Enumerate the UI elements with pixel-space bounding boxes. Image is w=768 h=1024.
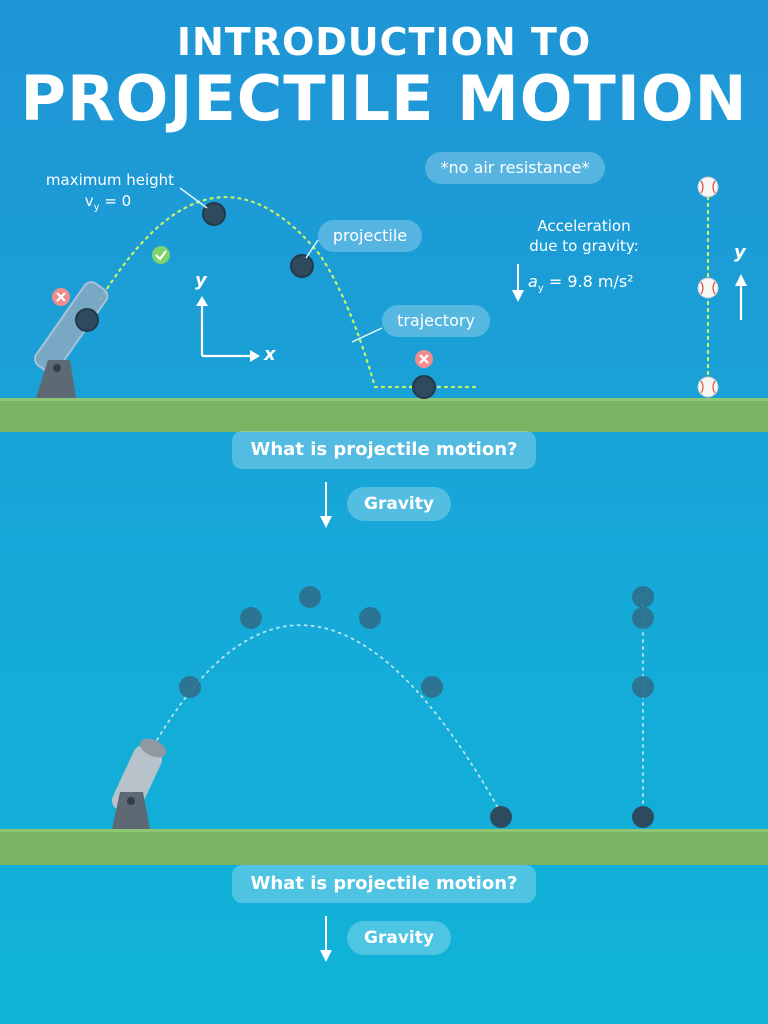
acceleration-label-line-1: Acceleration bbox=[537, 217, 631, 235]
acceleration-label-line-2: due to gravity: bbox=[529, 237, 639, 255]
max-height-leader bbox=[179, 187, 208, 209]
check-icon bbox=[152, 246, 170, 264]
trajectory-path bbox=[98, 196, 477, 389]
trajectory-leader bbox=[351, 327, 383, 343]
ball-landed bbox=[490, 806, 512, 828]
ball bbox=[632, 607, 654, 629]
projectile-leader bbox=[305, 239, 319, 259]
gravity-down-arrow-icon bbox=[512, 264, 524, 302]
ground-middle bbox=[0, 829, 768, 865]
down-arrow-icon bbox=[320, 482, 332, 528]
ball bbox=[299, 586, 321, 608]
ground-top bbox=[0, 398, 768, 432]
vy-zero-label: vy = 0 bbox=[84, 192, 132, 213]
ball-dropped bbox=[632, 806, 654, 828]
right-y-axis-label: y bbox=[734, 242, 746, 263]
gravity-pill: Gravity bbox=[347, 921, 451, 955]
up-arrow-icon bbox=[735, 274, 747, 320]
ball bbox=[179, 676, 201, 698]
baseball-icon bbox=[697, 176, 719, 198]
ball bbox=[632, 586, 654, 608]
ground-middle-edge bbox=[0, 829, 768, 832]
title-line-1: INTRODUCTION TO bbox=[176, 20, 592, 64]
x-axis-label: x bbox=[264, 344, 276, 365]
cross-icon bbox=[52, 288, 70, 306]
xy-axes-icon bbox=[196, 296, 260, 362]
gravity-pill: Gravity bbox=[347, 487, 451, 521]
projectile-label: projectile bbox=[318, 220, 422, 252]
projectile-diagram bbox=[0, 176, 768, 432]
arc-dotted-path bbox=[149, 624, 503, 816]
y-axis-label: y bbox=[195, 270, 207, 291]
ball-descending bbox=[290, 254, 314, 278]
ball-landed bbox=[412, 375, 436, 399]
ball bbox=[632, 676, 654, 698]
cannon-icon bbox=[33, 281, 109, 398]
baseball-icon bbox=[697, 376, 719, 398]
ball bbox=[359, 607, 381, 629]
cross-icon bbox=[415, 350, 433, 368]
ball bbox=[240, 607, 262, 629]
baseball-icon bbox=[697, 277, 719, 299]
no-air-resistance-label: *no air resistance* bbox=[425, 152, 605, 184]
ball-in-cannon bbox=[75, 308, 99, 332]
acceleration-value: ay = 9.8 m/s² bbox=[528, 272, 634, 295]
ground-top-edge bbox=[0, 398, 768, 401]
question-pill: What is projectile motion? bbox=[232, 865, 536, 903]
max-height-label: maximum height bbox=[45, 171, 175, 189]
ball-peak bbox=[202, 202, 226, 226]
title-line-2: PROJECTILE MOTION bbox=[20, 62, 748, 135]
question-pill: What is projectile motion? bbox=[232, 431, 536, 469]
trajectory-label: trajectory bbox=[382, 305, 490, 337]
ball bbox=[421, 676, 443, 698]
cannon-icon bbox=[111, 738, 167, 829]
down-arrow-icon bbox=[320, 916, 332, 962]
